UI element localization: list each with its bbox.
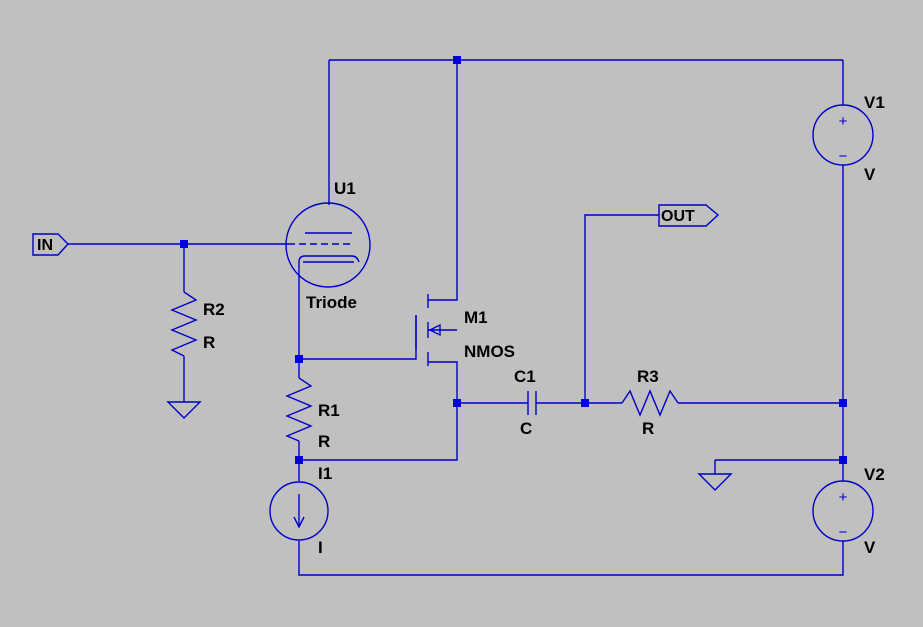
v2-minus: − <box>839 524 848 541</box>
wire-out <box>584 214 659 403</box>
ground-v2-icon <box>697 473 733 491</box>
v1-minus: − <box>839 148 848 165</box>
resistor-r1[interactable] <box>285 377 313 442</box>
wire-source <box>299 361 458 461</box>
v2-plus: + <box>839 489 848 506</box>
v1-value: V <box>864 165 876 184</box>
wire-drain <box>428 60 458 301</box>
i1-value: I <box>318 538 323 557</box>
junction-source <box>453 399 461 407</box>
v2-value: V <box>864 538 876 557</box>
wire-bottom-rail <box>298 541 844 576</box>
resistor-r3[interactable] <box>621 389 679 417</box>
voltage-source-v2[interactable]: + − <box>812 480 874 542</box>
c1-value: C <box>520 419 532 438</box>
triode-envelope <box>285 202 371 288</box>
r3-ref: R3 <box>637 367 659 386</box>
current-source-i1[interactable] <box>269 481 329 541</box>
junction-cathode <box>295 355 303 363</box>
junction-rail-r3 <box>839 399 847 407</box>
port-out-flag <box>658 204 720 227</box>
u1-ref: U1 <box>334 179 356 198</box>
c1-ref: C1 <box>514 367 536 386</box>
wire-gate <box>299 315 417 360</box>
port-in-flag <box>32 233 69 256</box>
m1-ref: M1 <box>464 308 488 327</box>
v1-body <box>812 104 874 166</box>
v1-ref: V1 <box>864 93 885 112</box>
r1-ref: R1 <box>318 401 340 420</box>
triode-cathode <box>298 255 360 284</box>
u1-value: Triode <box>306 293 357 312</box>
voltage-source-v1[interactable]: + − <box>812 104 874 166</box>
i1-body <box>269 481 329 541</box>
v2-ref: V2 <box>864 465 885 484</box>
capacitor-c1[interactable] <box>527 391 537 415</box>
r2-ref: R2 <box>203 300 225 319</box>
junction-input <box>180 240 188 248</box>
v1-plus: + <box>839 113 848 130</box>
resistor-r2[interactable] <box>170 291 198 357</box>
v2-body <box>812 480 874 542</box>
i1-ref: I1 <box>318 464 332 483</box>
junction-r1-i1 <box>295 456 303 464</box>
nmos-m1[interactable] <box>415 294 457 366</box>
junction-rail-ground <box>839 456 847 464</box>
r1-value: R <box>318 432 330 451</box>
port-out[interactable]: OUT <box>658 204 720 227</box>
junction-top-drain <box>453 56 461 64</box>
r3-value: R <box>642 419 654 438</box>
port-in-label: IN <box>37 237 53 254</box>
junction-output <box>581 399 589 407</box>
nmos-arrow-icon <box>428 323 441 337</box>
wires <box>68 59 844 576</box>
port-in[interactable]: IN <box>32 233 69 256</box>
triode-u1[interactable] <box>285 202 371 288</box>
junctions <box>180 56 847 464</box>
m1-value: NMOS <box>464 342 515 361</box>
ground-r2-icon <box>166 401 202 419</box>
port-out-label: OUT <box>661 208 695 225</box>
r2-value: R <box>203 333 215 352</box>
i1-arrow-down-icon <box>293 516 305 529</box>
